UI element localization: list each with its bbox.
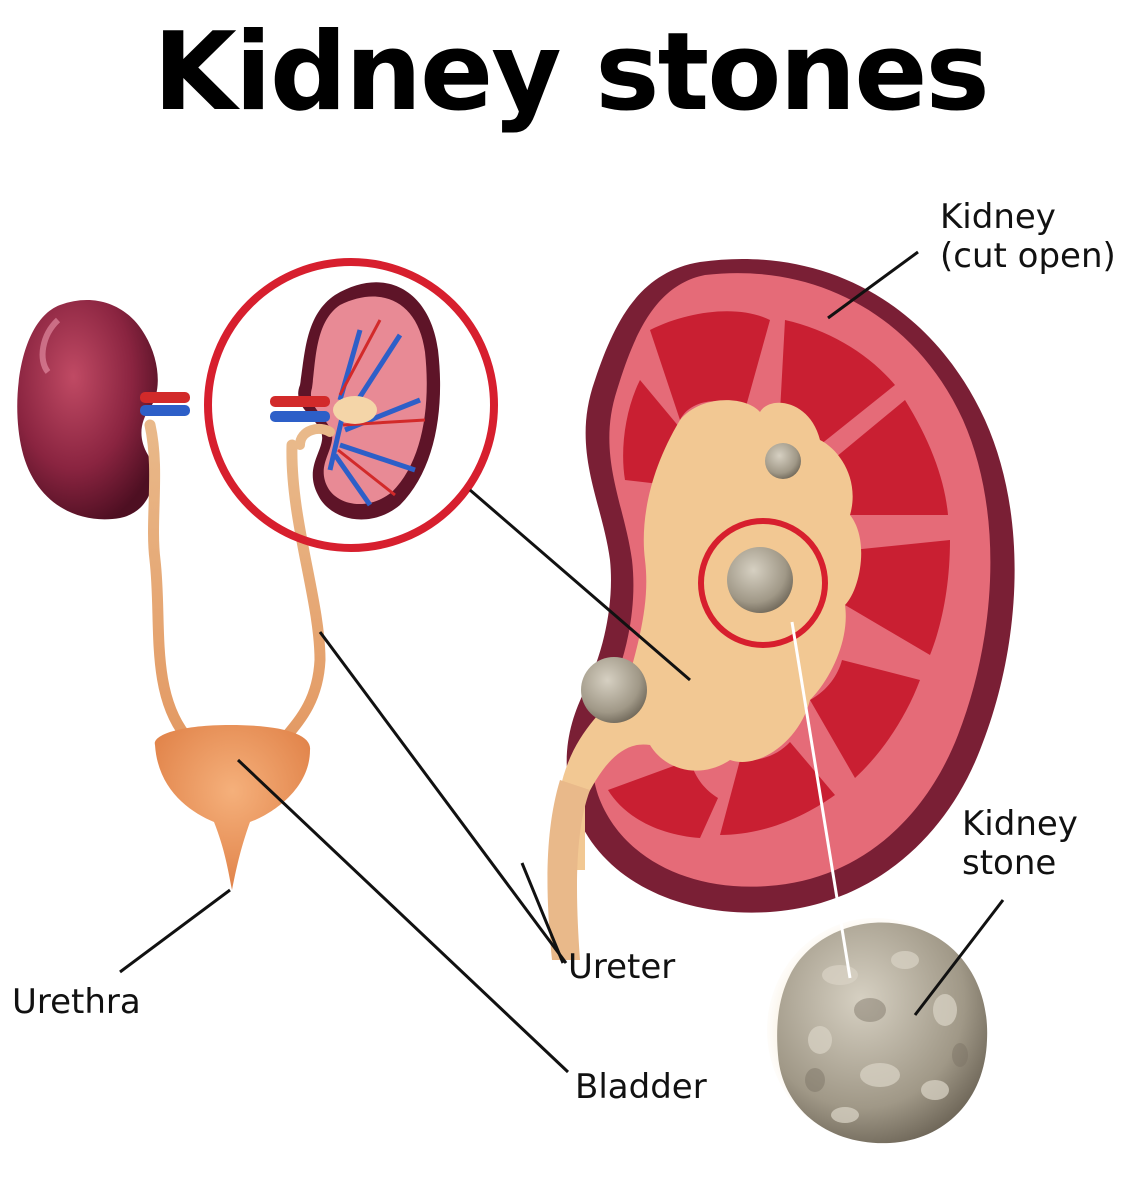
label-kidney-cut-open-line2: (cut open)	[940, 236, 1116, 277]
stone-highlight-circle	[698, 518, 828, 648]
leader-lines	[119, 250, 1005, 1074]
kidney-stones-in-kidney	[581, 443, 801, 723]
label-kidney-stone-line1: Kidney	[962, 804, 1078, 844]
left-vessels	[140, 392, 190, 416]
zoom-highlight-circle	[204, 258, 498, 552]
stone-connector-line	[790, 621, 852, 979]
label-urethra: Urethra	[12, 982, 141, 1022]
label-bladder: Bladder	[575, 1067, 707, 1107]
left-kidney-illustration	[17, 299, 158, 520]
large-kidney-illustration	[547, 258, 1015, 960]
page-title: Kidney stones	[153, 10, 990, 135]
small-kidney-cross-section	[298, 282, 441, 520]
bladder-illustration	[154, 725, 311, 890]
ureters	[144, 419, 326, 744]
label-kidney-stone-line2: stone	[962, 843, 1057, 884]
label-kidney-stone: Kidney stone	[962, 804, 1078, 884]
label-kidney-cut-open-line1: Kidney	[940, 197, 1056, 237]
label-kidney-cut-open: Kidney (cut open)	[940, 197, 1116, 277]
kidney-stone-illustration	[767, 918, 988, 1144]
middle-vessels	[270, 396, 335, 450]
label-ureter: Ureter	[568, 947, 676, 987]
